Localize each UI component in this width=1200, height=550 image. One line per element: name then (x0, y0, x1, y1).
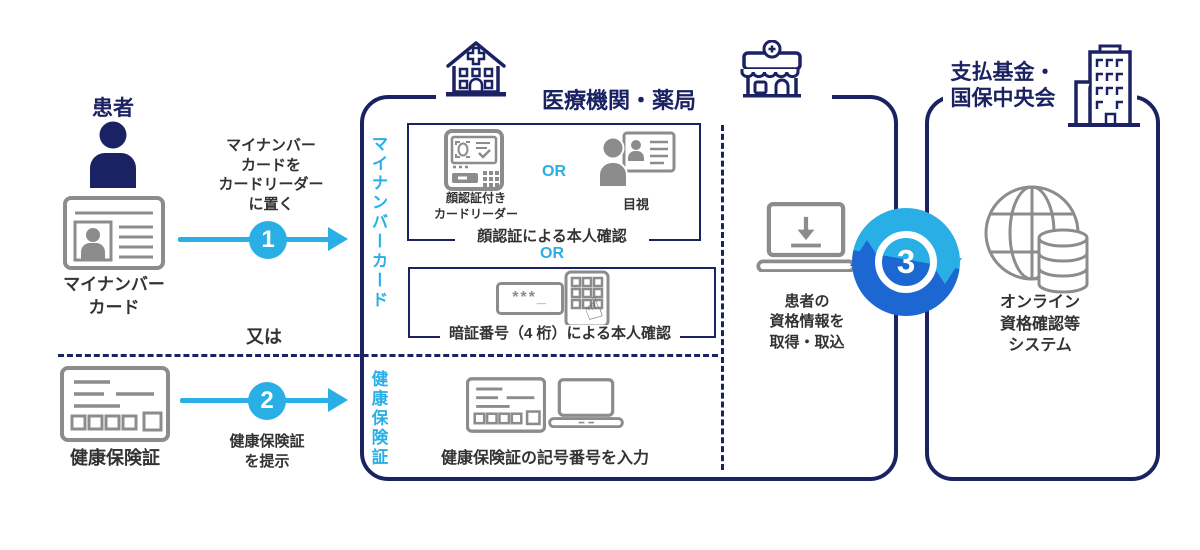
section-label-mynumber: マイナンバーカード (369, 135, 387, 311)
sync-exchange-icon: 3 (850, 208, 962, 316)
patient-icon (90, 121, 136, 188)
database-icon (1037, 228, 1089, 294)
mynumber-card-label: マイナンバー カード (63, 275, 165, 317)
visual-check-icon (598, 131, 676, 187)
step2-number: 2 (248, 382, 286, 420)
keypad-icon (564, 270, 610, 328)
verification-acquire-divider (721, 125, 724, 470)
insurance-card-label: 健康保険証 (70, 448, 160, 468)
step3-number: 3 (875, 231, 937, 293)
face-or-label: OR (542, 163, 566, 180)
step2-label: 健康保険証 を提示 (229, 433, 305, 470)
methods-or-label: OR (540, 245, 564, 262)
visual-check-label: 目視 (622, 197, 649, 212)
insurance-entry-caption: 健康保険証の記号番号を入力 (440, 450, 649, 467)
mynumber-insurance-divider (58, 354, 718, 357)
laptop-icon (548, 378, 624, 429)
insurance-card-small-icon (466, 377, 546, 433)
acquire-label: 患者の 資格情報を 取得・取込 (769, 293, 845, 351)
laptop-download-icon (756, 202, 856, 272)
online-system-label: オンライン 資格確認等 システム (999, 294, 1080, 355)
pharmacy-store-icon (740, 40, 802, 98)
patient-title: 患者 (92, 97, 134, 120)
medical-box-top-gap (436, 89, 832, 103)
step2-arrowhead (328, 388, 348, 412)
office-building-icon (1068, 44, 1140, 127)
or-left-label: 又は (246, 327, 282, 347)
insurance-card-icon (60, 366, 170, 442)
pin-verification-caption: 暗証番号（4 桁）による本人確認 (440, 325, 680, 343)
face-card-reader-label: 顔認証付き カードリーダー (433, 191, 518, 221)
face-card-reader-icon (444, 129, 504, 191)
step1-label: マイナンバー カードを カードリーダー に置く (218, 137, 324, 213)
step1-number: 1 (249, 221, 287, 259)
hospital-icon (446, 41, 506, 97)
payer-box-title: 支払基金・ 国保中央会 (950, 61, 1056, 111)
section-label-insurance: 健康保険証 (369, 370, 387, 468)
password-field-icon: ***_ (496, 282, 564, 315)
mynumber-card-icon (63, 196, 165, 270)
medical-box-title: 医療機関・薬局 (542, 88, 697, 113)
step1-arrowhead (328, 227, 348, 251)
face-verification-caption: 顔認証による本人確認 (455, 228, 649, 246)
